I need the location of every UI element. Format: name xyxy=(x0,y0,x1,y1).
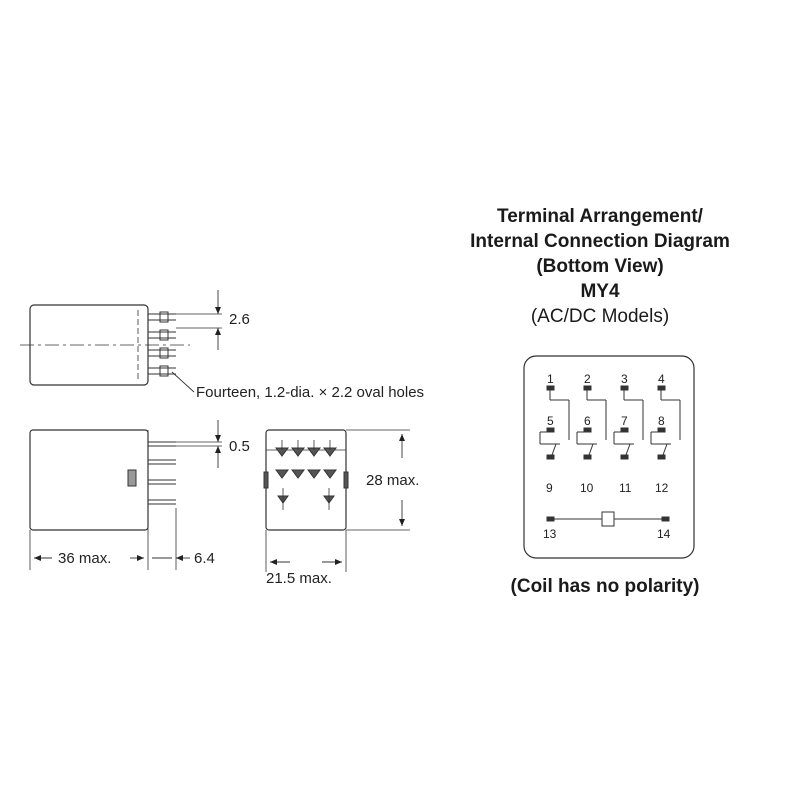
top-pins xyxy=(148,311,176,377)
terminal-6: 6 xyxy=(584,414,591,428)
pin-spacing-label: 2.6 xyxy=(229,311,250,328)
terminal-2: 2 xyxy=(584,372,591,386)
height-label: 28 max. xyxy=(366,472,419,489)
coil-polarity-note: (Coil has no polarity) xyxy=(510,576,700,597)
terminal-5: 5 xyxy=(547,414,554,428)
width-label: 21.5 max. xyxy=(266,570,332,587)
terminal-9: 9 xyxy=(546,481,553,495)
model-variant: (AC/DC Models) xyxy=(530,306,670,327)
terminal-frame xyxy=(523,355,695,559)
contact-group-1 xyxy=(539,385,570,460)
side-pins xyxy=(127,441,176,505)
terminal-12: 12 xyxy=(655,481,669,495)
title-line-3: (Bottom View) xyxy=(536,256,664,277)
relay-body-end xyxy=(265,429,347,531)
length-label: 36 max. xyxy=(58,550,111,567)
side-view xyxy=(29,420,222,570)
coil xyxy=(546,511,670,527)
top-view xyxy=(20,290,222,393)
terminal-4: 4 xyxy=(658,372,665,386)
diagram-title: Terminal Arrangement/ Internal Connectio… xyxy=(430,204,770,329)
terminal-14: 14 xyxy=(657,527,671,541)
terminal-3: 3 xyxy=(621,372,628,386)
pin-length-label: 6.4 xyxy=(194,550,215,567)
terminal-7: 7 xyxy=(621,414,628,428)
end-view xyxy=(263,429,410,572)
contact-group-4 xyxy=(650,385,681,460)
contact-group-3 xyxy=(613,385,644,460)
title-line-2: Internal Connection Diagram xyxy=(470,231,730,252)
terminal-11: 11 xyxy=(619,481,632,495)
holes-label: Fourteen, 1.2-dia. × 2.2 oval holes xyxy=(196,384,424,401)
terminal-10: 10 xyxy=(580,481,594,495)
contact-group-2 xyxy=(576,385,607,460)
terminal-13: 13 xyxy=(543,527,557,541)
model-name: MY4 xyxy=(580,281,620,302)
terminal-8: 8 xyxy=(658,414,665,428)
title-line-1: Terminal Arrangement/ xyxy=(497,206,703,227)
end-contacts xyxy=(263,447,349,504)
pin-thickness-label: 0.5 xyxy=(229,438,250,455)
terminal-diagram xyxy=(523,355,695,559)
terminal-1: 1 xyxy=(547,372,554,386)
terminal-numbers: 1 2 3 4 5 6 7 8 9 10 11 12 13 14 xyxy=(543,372,671,541)
